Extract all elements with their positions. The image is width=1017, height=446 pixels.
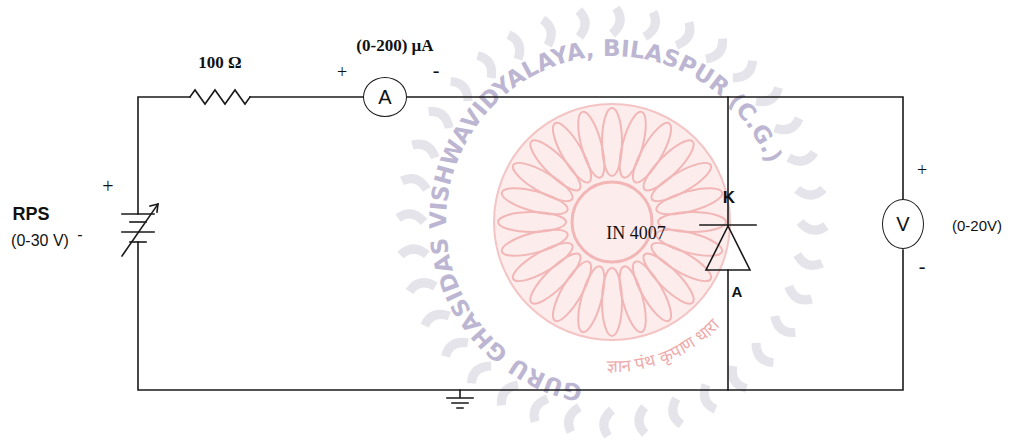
wire	[727, 270, 729, 390]
emblem-stripe	[474, 53, 497, 78]
circuit-label: IN 4007	[606, 224, 666, 242]
emblem-stripe	[427, 108, 454, 128]
emblem-stripe	[398, 214, 424, 222]
circuit-label: K	[723, 189, 735, 206]
variable-arrowhead	[150, 204, 158, 212]
diode-triangle	[706, 226, 750, 270]
wire	[250, 96, 363, 98]
emblem-petal	[546, 118, 597, 187]
circuit-label: RPS	[12, 205, 49, 223]
battery-plate	[122, 213, 154, 215]
emblem-mandala	[494, 104, 730, 340]
emblem-stripe	[408, 279, 435, 296]
ammeter-circle: A	[363, 77, 407, 117]
emblem-stripe	[751, 343, 776, 366]
emblem-stripe	[637, 407, 650, 434]
emblem-stripe	[604, 410, 612, 436]
circuit-label: (0-30 V)	[11, 233, 69, 249]
emblem-stripe	[756, 84, 781, 107]
emblem-stripe	[796, 255, 823, 268]
emblem-stripe	[400, 247, 427, 260]
ground-symbol	[447, 390, 473, 408]
circuit-label: (0-20V)	[952, 218, 1002, 233]
emblem-stripe	[411, 141, 438, 158]
emblem-stripe	[771, 316, 798, 336]
emblem-stripe	[733, 58, 756, 83]
emblem-stripe	[423, 309, 450, 329]
wire	[727, 97, 729, 225]
emblem-stripe	[531, 396, 548, 423]
emblem-stripe	[575, 10, 588, 37]
circuit-label: (0-200) µA	[356, 37, 433, 54]
wire	[407, 97, 903, 199]
emblem-petal	[508, 236, 577, 287]
wire	[138, 242, 903, 390]
circuit-label: +	[102, 176, 113, 196]
emblem-stripe	[706, 37, 726, 64]
emblem-stripe	[505, 33, 525, 60]
emblem-petal	[626, 257, 677, 326]
meter-letter: A	[378, 87, 391, 107]
resistor-symbol	[190, 90, 250, 104]
circuit-label: A	[732, 284, 743, 299]
emblem-stripe	[789, 149, 816, 166]
emblem-petal	[573, 109, 610, 180]
variable-arrow	[122, 204, 158, 256]
circuit-label: -	[433, 60, 440, 80]
circuit-label: -	[77, 227, 82, 243]
wire	[138, 97, 190, 214]
emblem-stripe	[775, 115, 802, 135]
emblem-petal	[647, 156, 716, 207]
emblem-stripe	[612, 8, 620, 34]
emblem-stripe	[401, 177, 428, 190]
voltmeter-circle: V	[882, 199, 924, 249]
emblem-stripe	[539, 18, 556, 45]
circuit-label: +	[917, 161, 927, 179]
emblem-stripe	[468, 361, 491, 386]
emblem-stripe	[676, 21, 693, 48]
emblem-stripe	[727, 366, 750, 391]
meter-letter: V	[896, 214, 909, 234]
circuit-label: +	[337, 63, 347, 81]
watermark-text: ज्ञान पंथ कृपाण धारा	[606, 314, 723, 376]
emblem-stripe	[645, 11, 658, 38]
battery-plate	[130, 221, 146, 223]
circuit-label: -	[919, 256, 926, 276]
emblem-core	[572, 182, 652, 262]
watermark-emblem	[398, 8, 826, 436]
emblem-stripe	[443, 337, 468, 360]
emblem-stripe	[699, 385, 719, 412]
emblem-stripe	[786, 286, 813, 303]
emblem-stripe	[567, 406, 580, 433]
circuit-label: 100 Ω	[198, 54, 241, 71]
emblem-stripe	[498, 381, 518, 408]
watermark-text: GURU GHASIDAS VISHWAVIDYALAYA, BILASPUR …	[425, 35, 787, 406]
emblem-stripe	[669, 399, 686, 426]
emblem-stripe	[797, 185, 824, 198]
emblem-stripe	[800, 222, 826, 230]
